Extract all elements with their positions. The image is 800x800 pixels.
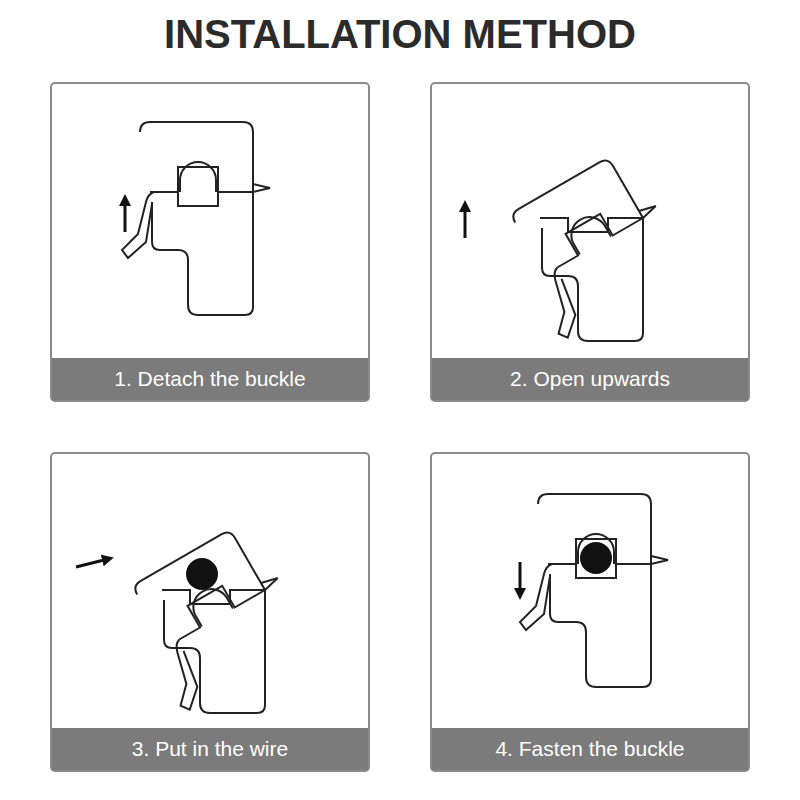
right-arrow <box>76 559 108 567</box>
title: INSTALLATION METHOD <box>0 12 800 57</box>
down-arrow <box>519 562 522 594</box>
step-panel: 2. Open upwards <box>430 82 750 402</box>
up-arrow <box>464 206 467 238</box>
step-caption: 1. Detach the buckle <box>52 358 368 400</box>
clamp-closed <box>122 122 270 315</box>
clamp-open <box>117 521 313 713</box>
clamp-closed <box>520 494 668 687</box>
step-caption: 3. Put in the wire <box>52 728 368 770</box>
wire <box>580 542 612 574</box>
step-caption: 2. Open upwards <box>432 358 748 400</box>
clamp-open <box>495 149 691 341</box>
step-panel: 4. Fasten the buckle <box>430 452 750 772</box>
step-panel: 1. Detach the buckle <box>50 82 370 402</box>
step-panel: 3. Put in the wire <box>50 452 370 772</box>
up-arrow <box>124 200 127 232</box>
wire <box>186 558 218 590</box>
step-caption: 4. Fasten the buckle <box>432 728 748 770</box>
